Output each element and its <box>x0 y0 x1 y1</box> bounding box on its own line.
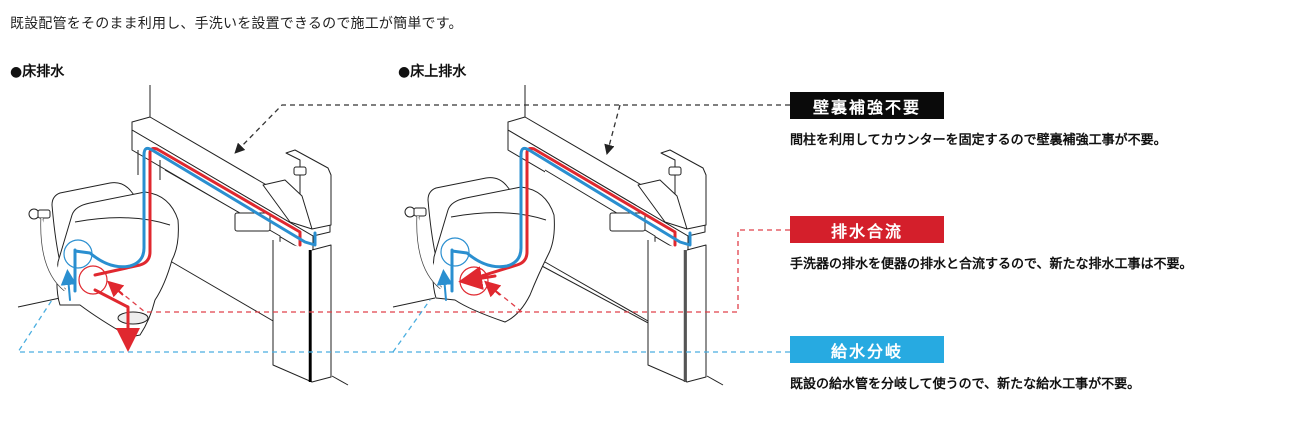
cabinet-leg-side <box>311 244 332 383</box>
supply-leader-line-2 <box>392 299 431 353</box>
floor-line-right <box>331 375 349 386</box>
faucet-icon <box>293 166 307 176</box>
drain-leader-arrowhead-2 <box>484 280 502 298</box>
support-bracket <box>234 212 271 232</box>
supply-pipe-vertical <box>450 153 523 269</box>
support-bracket <box>609 212 646 232</box>
supply-branch-marker-icon <box>440 237 470 267</box>
hand-sink <box>637 149 707 230</box>
supply-leader-line-1 <box>16 299 790 353</box>
drain-merge-label: 排水合流 <box>790 216 944 243</box>
floor-drain-title: ●床排水 <box>10 64 65 80</box>
floor-line <box>392 297 436 308</box>
drain-pipe-vertical <box>473 151 529 280</box>
drain-pipe-vertical <box>93 151 152 277</box>
toilet-lid-edge <box>74 217 171 226</box>
toilet-bowl <box>56 191 179 338</box>
supply-branch-marker-icon <box>63 239 93 269</box>
supply-pipe-horizontal <box>142 146 317 247</box>
intro-text: 既設配管をそのまま利用し、手洗いを設置できるので施工が簡単です。 <box>10 16 463 32</box>
wall-leader-line-1 <box>234 104 790 154</box>
drain-pipe-horizontal <box>525 147 677 247</box>
supply-pipe-horizontal <box>519 146 692 247</box>
hand-sink <box>262 149 332 230</box>
panel-edge <box>137 150 161 180</box>
cabinet-leg-front <box>647 240 688 383</box>
drain-leader-line-1 <box>117 229 790 313</box>
cabinet-leg-front <box>272 240 313 383</box>
toilet <box>51 182 179 338</box>
wall-reinforcement-label: 壁裏補強不要 <box>790 92 944 119</box>
floor-line <box>17 297 61 308</box>
floor-drain-pipes <box>60 146 317 352</box>
toilet <box>427 177 555 323</box>
drain-merge-description: 手洗器の排水を便器の排水と合流するので、新たな排水工事は不要。 <box>790 257 1193 272</box>
supply-valve <box>28 208 66 292</box>
drain-leader-arrowhead-1 <box>107 280 125 298</box>
supply-pipe-vertical <box>73 153 146 269</box>
faucet-icon <box>668 166 682 176</box>
supply-valve <box>404 206 442 290</box>
drain-merge-arrow <box>458 266 497 290</box>
floor-line-right <box>706 375 724 386</box>
supply-inlet-arrow <box>60 269 77 301</box>
drain-merge-marker-icon <box>78 265 108 295</box>
water-supply-branch-label: 給水分岐 <box>790 336 944 363</box>
drain-pipe-horizontal <box>148 147 302 247</box>
above-floor-drain-pipes <box>436 146 692 301</box>
cabinet-leg-side <box>686 244 707 383</box>
supply-inlet-arrow <box>436 269 453 301</box>
wall-leader-line-2 <box>604 104 621 156</box>
floor-drain-flange <box>117 311 149 325</box>
water-supply-branch-description: 既設の給水管を分岐して使うので、新たな給水工事が不要。 <box>790 377 1141 392</box>
wall-reinforcement-description: 間柱を利用してカウンターを固定するので壁裏補強工事が不要。 <box>790 133 1167 148</box>
above-floor-drain-title: ●床上排水 <box>398 64 467 80</box>
drain-outlet-arrow <box>93 288 140 352</box>
